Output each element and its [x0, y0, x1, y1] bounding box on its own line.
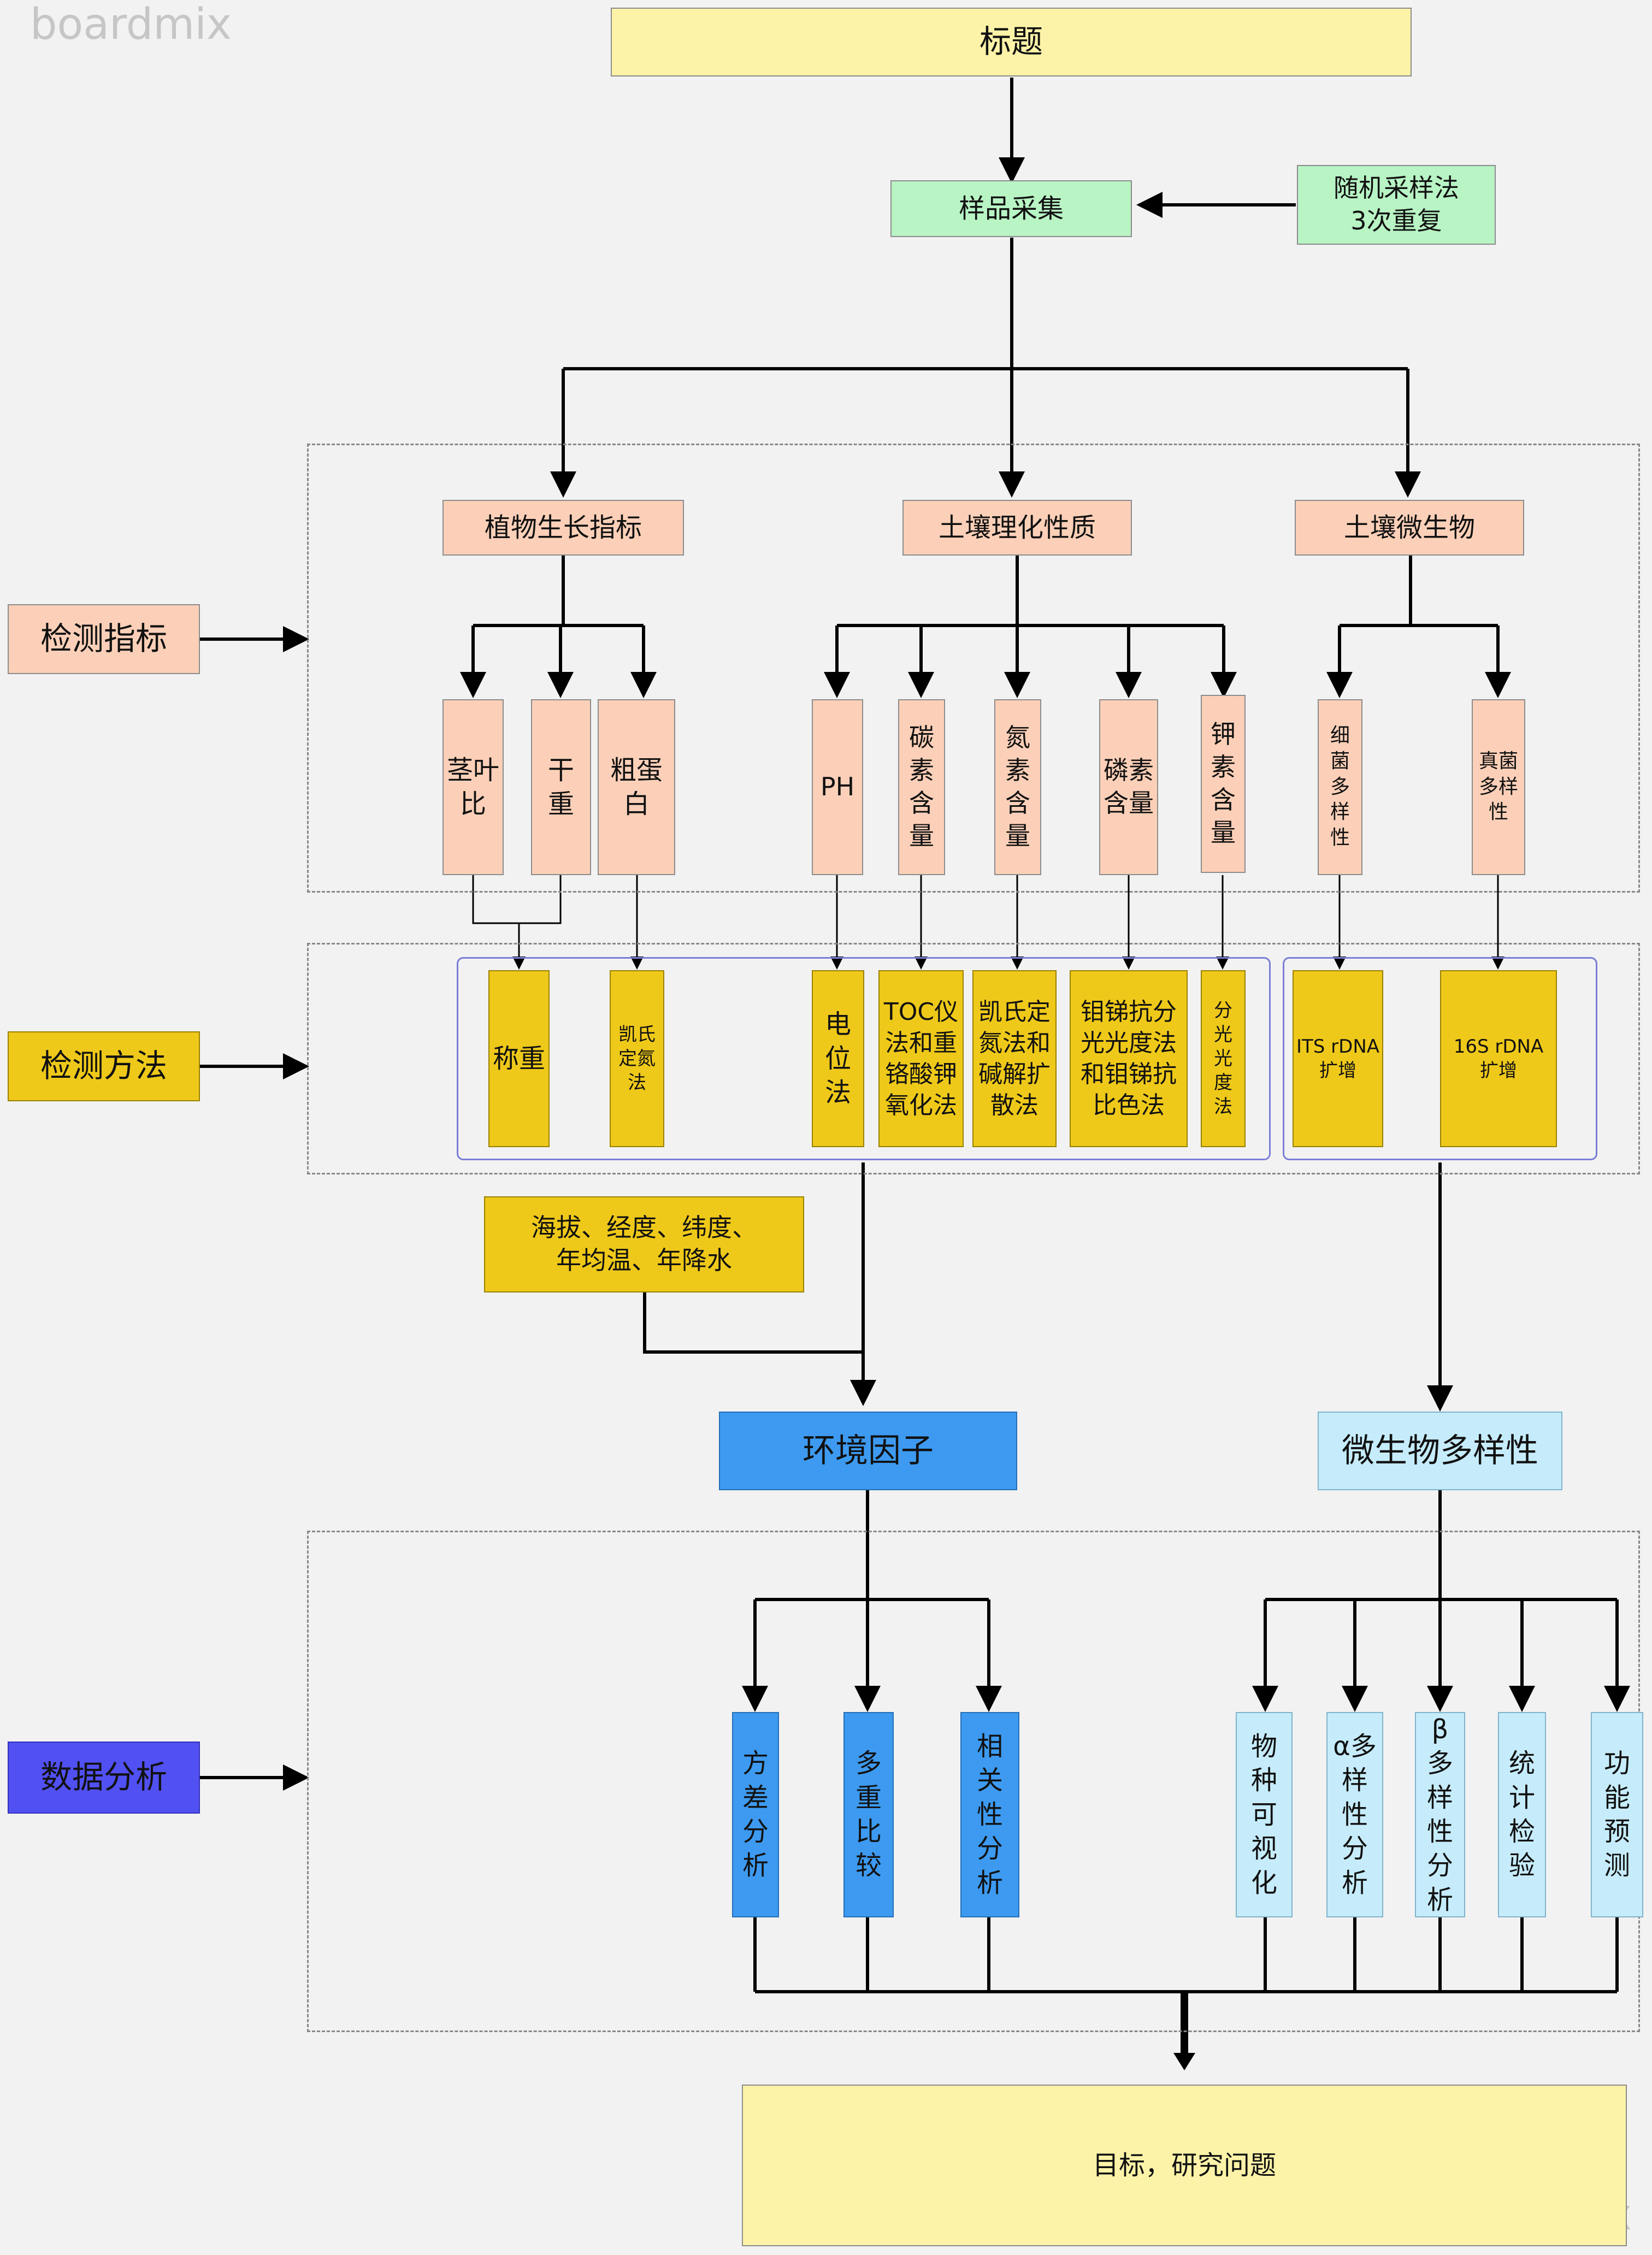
category-soil-microbe: 土壤微生物 — [1295, 500, 1524, 556]
random-sampling-box: 随机采样法 3次重复 — [1297, 165, 1496, 245]
indicator-crude-protein: 粗蛋白 — [598, 699, 675, 875]
method-weighing: 称重 — [488, 970, 550, 1147]
analysis-anova: 方差分析 — [732, 1712, 779, 1917]
method-16s-line1: 16S rDNA — [1453, 1035, 1544, 1058]
watermark-top: boardmix — [30, 0, 232, 49]
side-label-methods: 检测方法 — [8, 1031, 200, 1101]
method-its-line1: ITS rDNA — [1296, 1035, 1380, 1058]
indicator-fungal-diversity: 真菌多样性 — [1472, 699, 1525, 875]
title-box: 标题 — [611, 8, 1412, 76]
indicators-section — [307, 444, 1640, 893]
analysis-alpha-diversity: α多样性分析 — [1326, 1712, 1383, 1917]
indicator-carbon: 碳素含量 — [898, 699, 945, 875]
category-soil-physicochemical: 土壤理化性质 — [902, 500, 1132, 556]
method-nitrogen: 凯氏定氮法和碱解扩散法 — [972, 970, 1057, 1147]
indicator-bacterial-diversity: 细菌多样性 — [1318, 699, 1362, 875]
analysis-function-prediction: 功能预测 — [1591, 1712, 1643, 1917]
goal-box: 目标，研究问题 — [742, 2085, 1627, 2246]
indicator-stem-leaf-ratio: 茎叶比 — [442, 699, 504, 875]
sample-collection-box: 样品采集 — [890, 180, 1132, 237]
indicator-ph: PH — [812, 699, 863, 875]
side-label-indicators: 检测指标 — [8, 604, 200, 674]
category-plant-growth: 植物生长指标 — [442, 500, 684, 556]
chemistry-method-group — [457, 957, 1271, 1160]
analysis-beta-diversity: β多样性分析 — [1415, 1712, 1465, 1917]
indicator-phosphorus: 磷素含量 — [1099, 699, 1158, 875]
method-toc: TOC仪法和重铬酸钾氧化法 — [878, 970, 964, 1147]
methods-section — [307, 943, 1640, 1174]
analysis-multiple-comparison: 多重比较 — [843, 1712, 894, 1917]
analysis-statistical-test: 统计检验 — [1498, 1712, 1546, 1917]
environment-variables-line1: 海拔、经度、纬度、 — [531, 1213, 757, 1243]
indicator-dry-weight: 干重 — [531, 699, 591, 875]
random-sampling-line1: 随机采样法 — [1334, 173, 1459, 203]
method-potential: 电位法 — [812, 970, 864, 1147]
random-sampling-line2: 3次重复 — [1350, 206, 1442, 235]
method-16s-rdna: 16S rDNA 扩增 — [1440, 970, 1557, 1147]
method-its-rdna: ITS rDNA 扩增 — [1293, 970, 1383, 1147]
analysis-correlation: 相关性分析 — [960, 1712, 1019, 1917]
environment-variables-box: 海拔、经度、纬度、 年均温、年降水 — [484, 1196, 804, 1292]
method-its-line2: 扩增 — [1319, 1060, 1356, 1082]
method-phosphorus: 钼锑抗分光光度法和钼锑抗比色法 — [1070, 970, 1188, 1147]
indicator-nitrogen: 氮素含量 — [994, 699, 1041, 875]
microbe-method-group — [1283, 957, 1597, 1160]
indicator-potassium: 钾素含量 — [1201, 695, 1246, 873]
method-16s-line2: 扩增 — [1480, 1060, 1517, 1082]
environment-factor-box: 环境因子 — [719, 1412, 1017, 1490]
analysis-species-visualization: 物种可视化 — [1236, 1712, 1293, 1917]
method-kjeldahl: 凯氏定氮法 — [610, 970, 664, 1147]
microbial-diversity-box: 微生物多样性 — [1318, 1412, 1562, 1490]
method-spectrophotometry: 分光光度法 — [1201, 970, 1246, 1147]
side-label-analysis: 数据分析 — [8, 1742, 200, 1814]
environment-variables-line2: 年均温、年降水 — [556, 1245, 732, 1275]
